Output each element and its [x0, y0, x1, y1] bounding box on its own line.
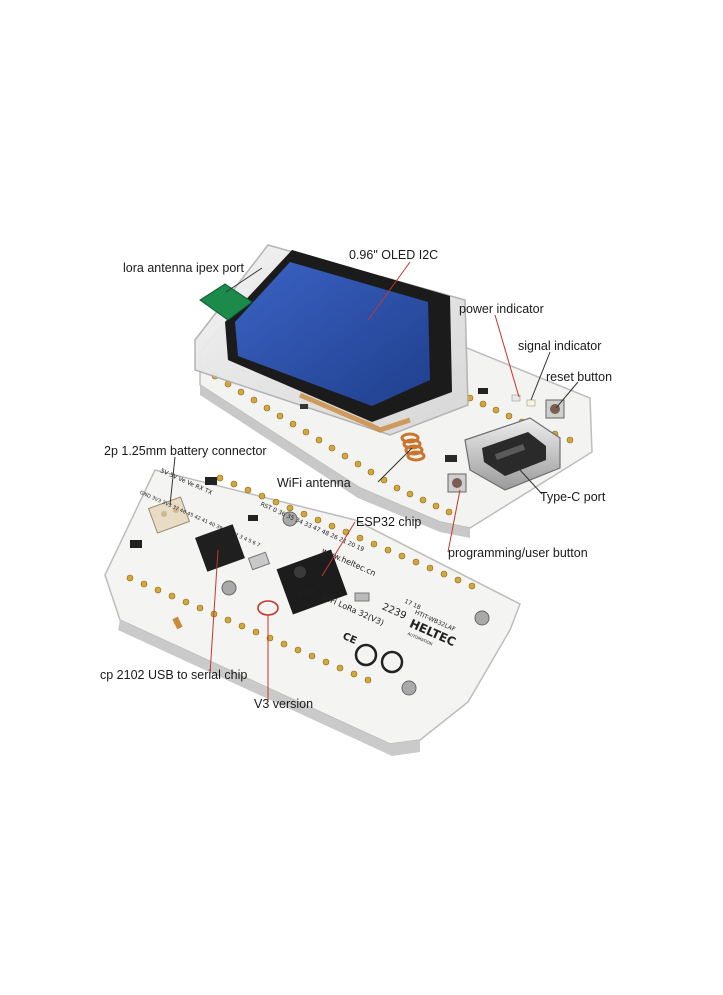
label-oled-display: 0.96" OLED I2C — [349, 248, 439, 262]
top-board — [194, 244, 593, 538]
label-typec-port: Type-C port — [540, 490, 606, 504]
label-cp2102-chip: cp 2102 USB to serial chip — [100, 668, 248, 682]
bottom-board: CP2102 ESP32-S3 www.heltec.cn — [104, 467, 521, 756]
label-signal-indicator: signal indicator — [518, 339, 602, 353]
label-reset-button: reset button — [546, 370, 613, 384]
label-battery-connector: 2p 1.25mm battery connector — [104, 444, 267, 458]
label-lora-antenna-port: lora antenna ipex port — [123, 261, 244, 275]
label-wifi-antenna: WiFi antenna — [277, 476, 351, 490]
label-programming-button: programming/user button — [448, 546, 588, 560]
callout-lines — [169, 261, 579, 700]
label-power-indicator: power indicator — [459, 302, 544, 316]
battery-connector-shape — [147, 496, 191, 534]
label-v3-version: V3 version — [254, 697, 314, 711]
label-esp32-chip: ESP32 chip — [356, 515, 422, 529]
typec-port-shape — [464, 417, 561, 491]
ce-marking: CE — [341, 631, 359, 647]
